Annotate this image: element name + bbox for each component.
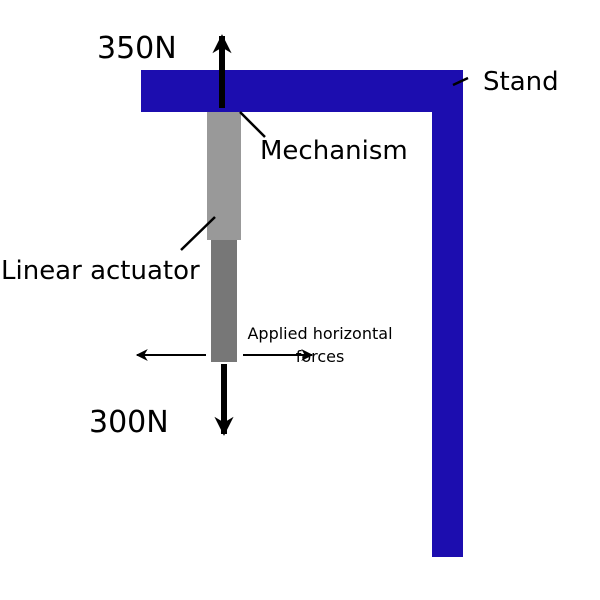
stand-leader [452,76,469,87]
horizontal-forces-line2: forces [295,347,345,366]
bottom-force-label: 300N [89,405,169,440]
top-force-label: 350N [97,31,177,66]
actuator-leader [180,216,216,251]
actuator-lower-rod [211,240,237,362]
stand [141,70,463,557]
mechanism-label: Mechanism [260,136,408,166]
horizontal-forces-line1: Applied horizontal [247,324,393,343]
mechanism-leader [239,111,266,138]
linear-actuator-label: Linear actuator [1,256,200,286]
horizontal-forces-label: Applied horizontal forces [243,322,397,368]
stand-label: Stand [483,67,559,97]
